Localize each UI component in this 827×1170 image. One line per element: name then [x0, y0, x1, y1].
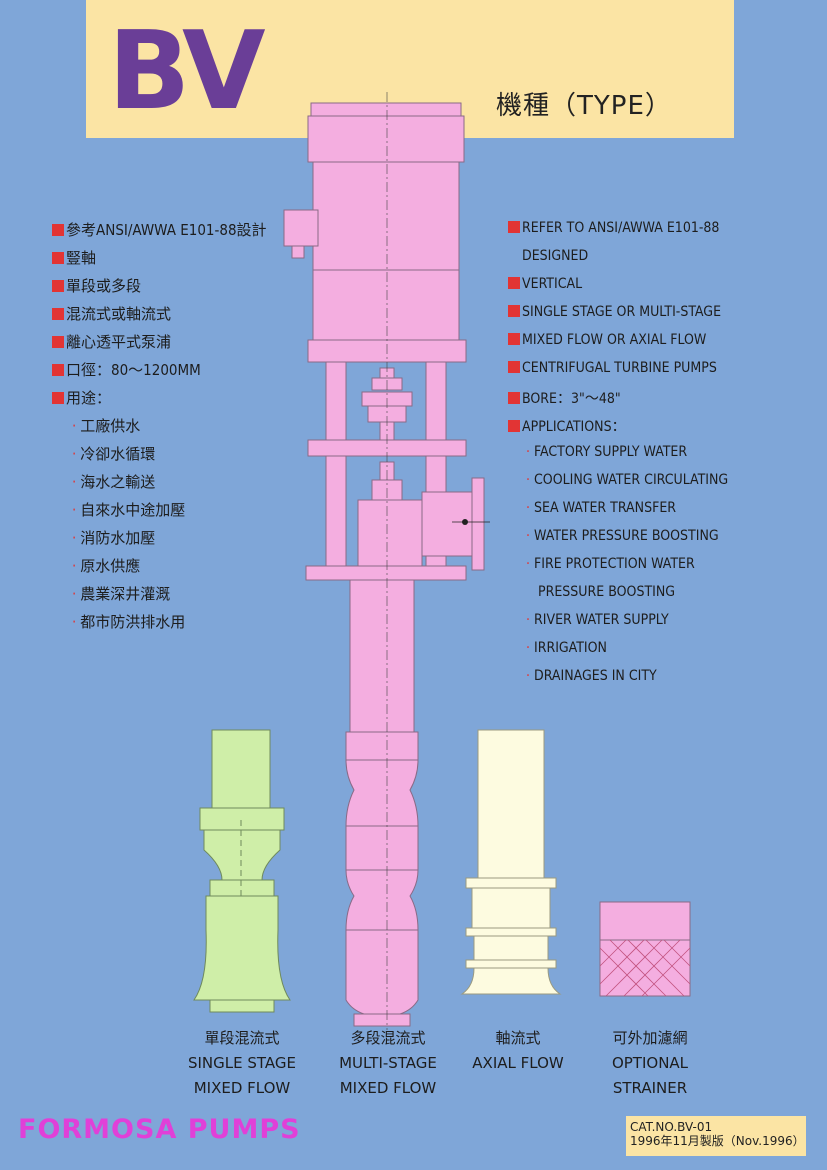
right-application-item: ·FACTORY SUPPLY WATER [526, 444, 688, 460]
bullet-icon [508, 420, 520, 432]
motor-body [312, 161, 460, 341]
caption-en: MULTI-STAGE [339, 1054, 437, 1072]
left-application-item: ·原水供應 [72, 557, 141, 575]
type-title: 機種（TYPE） [496, 91, 672, 121]
left-application-item: ·消防水加壓 [72, 529, 156, 547]
catalog-date: 1996年11月製版（Nov.1996） [630, 1134, 805, 1148]
bullet-icon [508, 333, 520, 345]
right-application-item: ·COOLING WATER CIRCULATING [526, 472, 729, 488]
right-spec-item: APPLICATIONS： [508, 416, 626, 436]
bullet-icon [52, 308, 64, 320]
catalog-box: CAT.NO.BV-01 1996年11月製版（Nov.1996） [626, 1116, 806, 1156]
caption-en: SINGLE STAGE [187, 1054, 296, 1072]
bullet-icon [52, 392, 64, 404]
bv-logo: BV [108, 9, 266, 134]
column-pipe [349, 579, 415, 733]
caption-en: OPTIONAL [611, 1054, 689, 1072]
caption-en: STRAINER [612, 1079, 688, 1097]
bullet-icon [52, 224, 64, 236]
right-spec-item: DESIGNED [522, 248, 589, 264]
single-stage-pump [193, 729, 291, 1013]
caption-zh: 軸流式 [495, 1029, 541, 1047]
left-spec-item: 混流式或軸流式 [52, 303, 171, 324]
right-application-item: ·RIVER WATER SUPPLY [526, 612, 669, 628]
right-application-item: ·FIRE PROTECTION WATER [526, 556, 695, 572]
caption-axial: 軸流式 AXIAL FLOW [448, 1026, 588, 1076]
caption-zh: 多段混流式 [350, 1029, 426, 1047]
bullet-icon [52, 336, 64, 348]
left-spec-item: 口徑：80～1200MM [52, 359, 201, 380]
bullet-icon [508, 221, 520, 233]
left-spec-item: 用途： [52, 387, 111, 408]
right-spec-item: CENTRIFUGAL TURBINE PUMPS [508, 360, 717, 376]
multi-stage-bowls [345, 731, 419, 1015]
bullet-icon [508, 392, 520, 404]
left-spec-item: 豎軸 [52, 247, 96, 268]
bullet-icon [508, 277, 520, 289]
brand-name: FORMOSA PUMPS [18, 1114, 301, 1145]
bullet-icon [52, 280, 64, 292]
left-application-item: ·農業深井灌溉 [72, 585, 171, 603]
caption-single-stage: 單段混流式 SINGLE STAGE MIXED FLOW [172, 1026, 312, 1101]
motor-cap [310, 102, 462, 117]
right-application-item: ·IRRIGATION [526, 640, 607, 656]
optional-strainer [599, 901, 691, 997]
right-application-item: ·WATER PRESSURE BOOSTING [526, 528, 719, 544]
caption-zh: 可外加濾網 [612, 1029, 688, 1047]
discharge-flange [471, 477, 485, 571]
right-spec-item: VERTICAL [508, 276, 582, 292]
right-spec-item: REFER TO ANSI/AWWA E101-88 [508, 220, 719, 236]
left-application-item: ·海水之輸送 [72, 473, 156, 491]
right-application-item: ·SEA WATER TRANSFER [526, 500, 677, 516]
left-spec-item: 參考ANSI/AWWA E101-88設計 [52, 219, 267, 240]
left-spec-item: 離心透平式泵浦 [52, 331, 171, 352]
caption-multi-stage: 多段混流式 MULTI-STAGE MIXED FLOW [318, 1026, 458, 1101]
left-spec-item: 單段或多段 [52, 275, 141, 296]
left-application-item: ·冷卻水循環 [72, 445, 156, 463]
left-application-item: ·自來水中途加壓 [72, 501, 186, 519]
catalog-number: CAT.NO.BV-01 [630, 1120, 713, 1134]
left-application-item: ·都市防洪排水用 [72, 613, 186, 631]
right-spec-item: SINGLE STAGE OR MULTI-STAGE [508, 304, 721, 320]
caption-en: MIXED FLOW [193, 1079, 291, 1097]
right-spec-item: BORE：3"～48" [508, 388, 621, 408]
bullet-icon [508, 305, 520, 317]
right-spec-item: MIXED FLOW OR AXIAL FLOW [508, 332, 706, 348]
bullet-icon [52, 252, 64, 264]
caption-strainer: 可外加濾網 OPTIONAL STRAINER [580, 1026, 720, 1101]
bullet-icon [52, 364, 64, 376]
right-application-item: PRESSURE BOOSTING [538, 584, 676, 600]
caption-en: MIXED FLOW [339, 1079, 437, 1097]
bullet-icon [508, 361, 520, 373]
caption-en: AXIAL FLOW [472, 1054, 564, 1072]
axial-flow-pump [460, 729, 562, 995]
left-application-item: ·工廠供水 [72, 417, 141, 435]
junction-box [283, 209, 319, 247]
caption-zh: 單段混流式 [204, 1029, 280, 1047]
right-application-item: ·DRAINAGES IN CITY [526, 668, 657, 684]
